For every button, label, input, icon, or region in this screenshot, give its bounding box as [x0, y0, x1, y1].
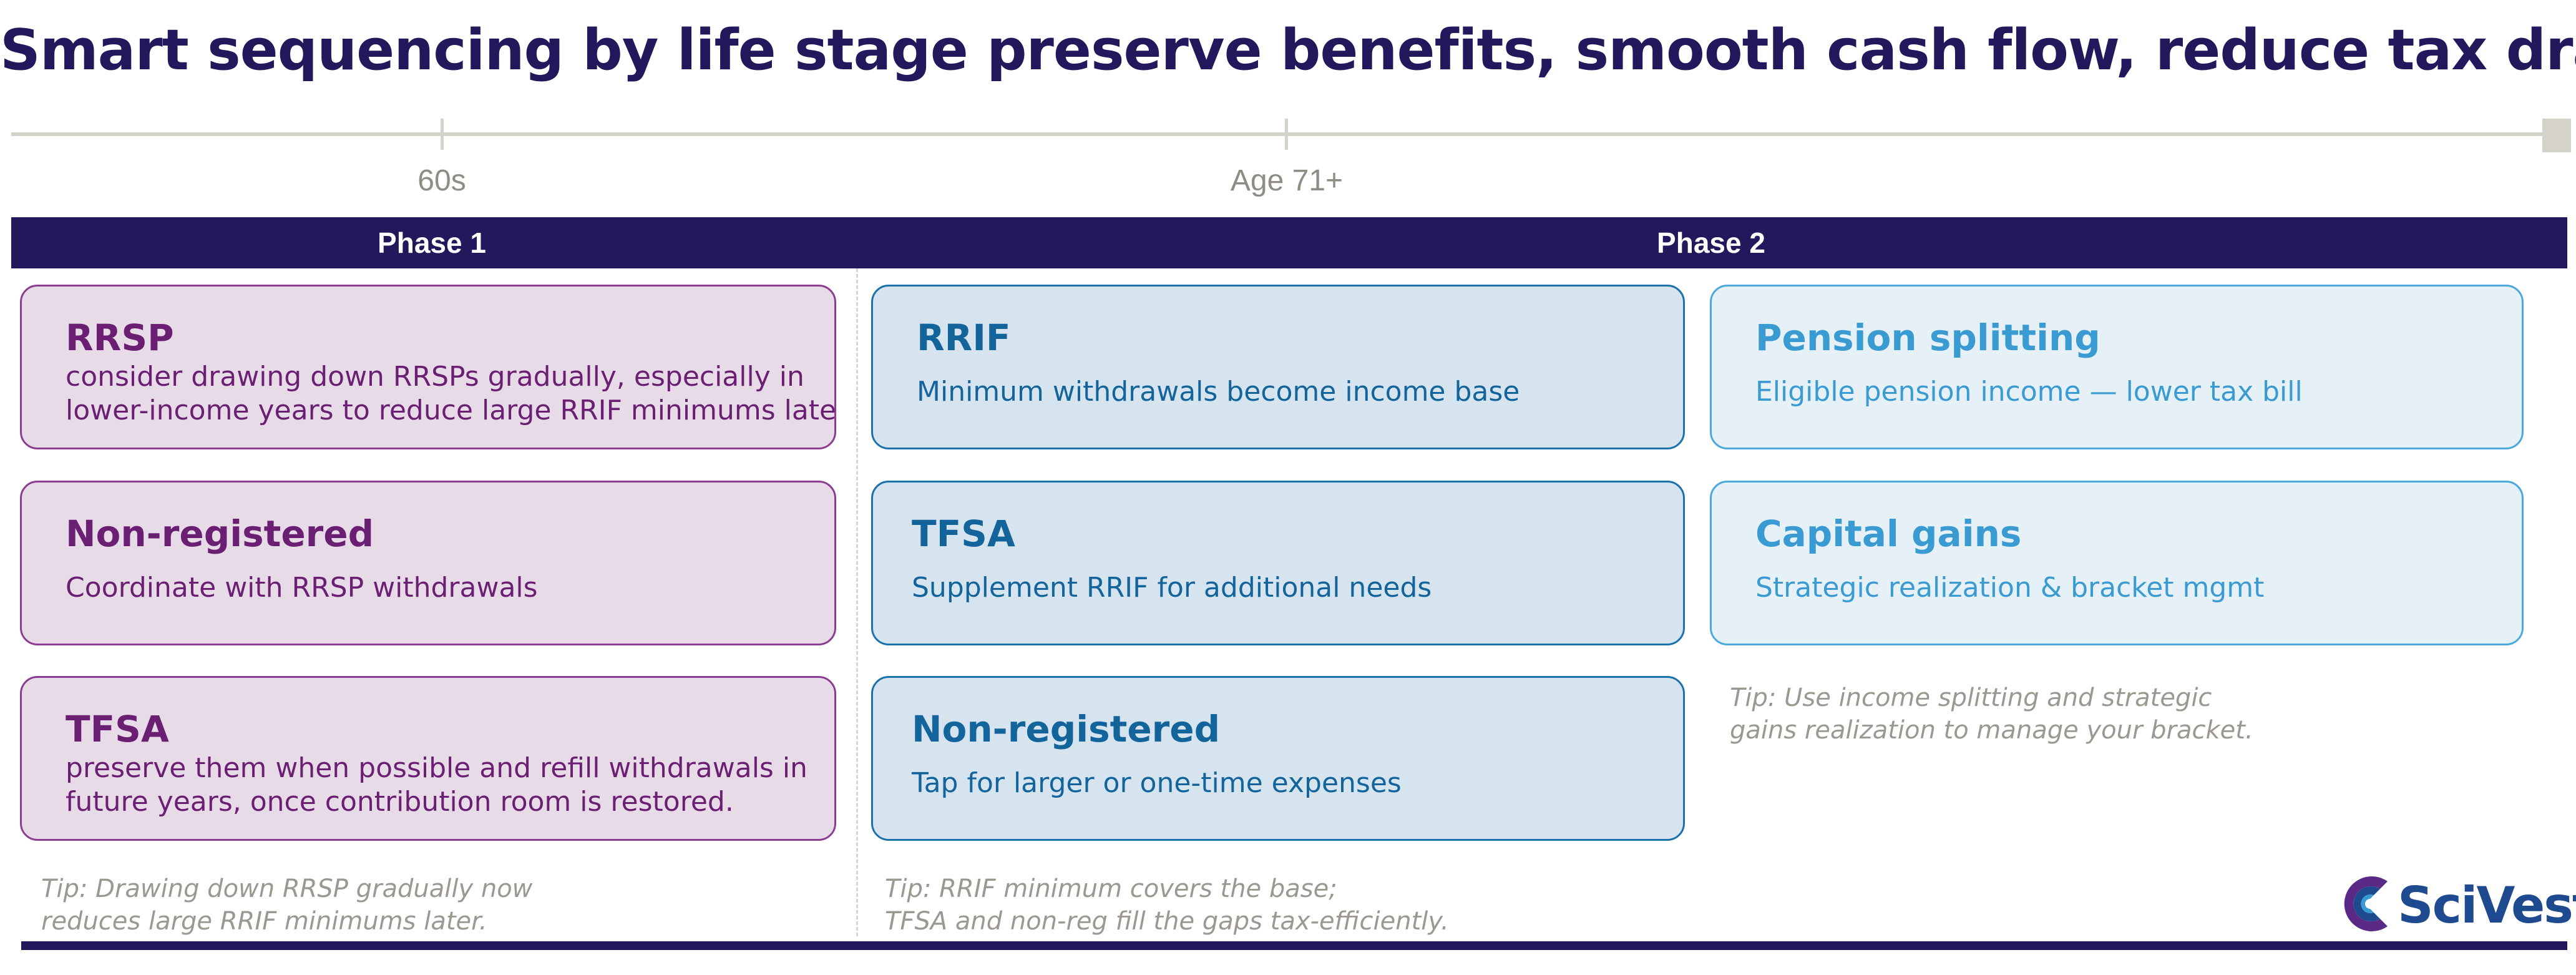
- timeline-tick-60s: [441, 119, 444, 150]
- timeline-line: [11, 132, 2546, 136]
- tip-phase1: Tip: Drawing down RRSP gradually now red…: [41, 873, 532, 938]
- card-rrsp: RRSP consider drawing down RRSPs gradual…: [20, 285, 836, 449]
- card-body-line: future years, once contribution room is …: [66, 786, 734, 818]
- card-body-line: Eligible pension income — lower tax bill: [1755, 376, 2303, 408]
- page-title: Smart sequencing by life stage preserve …: [0, 17, 2576, 83]
- card-capital-gains: Capital gains Strategic realization & br…: [1710, 481, 2524, 645]
- timeline-label-60s: 60s: [417, 164, 466, 197]
- phase-1-label: Phase 1: [378, 227, 486, 259]
- card-title: Pension splitting: [1755, 316, 2100, 359]
- phase-2-label: Phase 2: [1657, 227, 1765, 259]
- card-non-registered-phase1: Non-registered Coordinate with RRSP with…: [20, 481, 836, 645]
- card-body: Coordinate with RRSP withdrawals: [66, 571, 538, 605]
- scivest-logo-mark-icon: [2344, 876, 2388, 931]
- tip-phase2-right: Tip: Use income splitting and strategic …: [1730, 682, 2253, 747]
- card-body-line: Coordinate with RRSP withdrawals: [66, 572, 538, 604]
- card-title: Non-registered: [66, 512, 374, 555]
- card-body-line: lower-income years to reduce large RRIF …: [66, 394, 836, 426]
- card-body: Tap for larger or one-time expenses: [912, 767, 1402, 800]
- card-tfsa-phase1: TFSA preserve them when possible and ref…: [20, 676, 836, 841]
- timeline-label-71: Age 71+: [1230, 164, 1344, 197]
- card-tfsa-phase2: TFSA Supplement RRIF for additional need…: [871, 481, 1685, 645]
- card-title: RRSP: [66, 316, 174, 359]
- tip-line: gains realization to manage your bracket…: [1730, 716, 2253, 745]
- card-title: Non-registered: [912, 708, 1221, 750]
- card-body: Eligible pension income — lower tax bill: [1755, 375, 2303, 409]
- card-body-line: Tap for larger or one-time expenses: [912, 767, 1402, 799]
- timeline-end-marker: [2542, 119, 2571, 152]
- tip-line: reduces large RRIF minimums later.: [41, 907, 487, 936]
- tip-line: Tip: Use income splitting and strategic: [1730, 683, 2212, 712]
- card-body: Strategic realization & bracket mgmt: [1755, 571, 2264, 605]
- scivest-logo: SciVest: [2344, 873, 2576, 940]
- card-title: TFSA: [66, 708, 169, 750]
- card-body-line: Supplement RRIF for additional needs: [912, 572, 1432, 604]
- card-body-line: Strategic realization & bracket mgmt: [1755, 572, 2265, 604]
- card-body: consider drawing down RRSPs gradually, e…: [66, 360, 836, 428]
- card-body-line: preserve them when possible and refill w…: [66, 752, 807, 784]
- card-body-line: consider drawing down RRSPs gradually, e…: [66, 361, 804, 393]
- card-non-registered-phase2: Non-registered Tap for larger or one-tim…: [871, 676, 1685, 841]
- tip-phase2-left: Tip: RRIF minimum covers the base; TFSA …: [885, 873, 1449, 938]
- card-body: preserve them when possible and refill w…: [66, 752, 807, 819]
- timeline-tick-71: [1285, 119, 1288, 150]
- card-body-line: Minimum withdrawals become income base: [917, 376, 1520, 408]
- card-title: TFSA: [912, 512, 1015, 555]
- scivest-logo-text: SciVest: [2398, 876, 2576, 934]
- tip-line: TFSA and non-reg fill the gaps tax-effic…: [885, 907, 1449, 936]
- phase-header-bar: [11, 217, 2567, 268]
- card-title: RRIF: [917, 316, 1011, 359]
- phase-divider: [856, 268, 858, 936]
- card-body: Minimum withdrawals become income base: [917, 375, 1520, 409]
- bottom-bar: [21, 941, 2567, 950]
- card-body: Supplement RRIF for additional needs: [912, 571, 1432, 605]
- tip-line: Tip: RRIF minimum covers the base;: [885, 875, 1337, 903]
- card-rrif: RRIF Minimum withdrawals become income b…: [871, 285, 1685, 449]
- card-title: Capital gains: [1755, 512, 2022, 555]
- tip-line: Tip: Drawing down RRSP gradually now: [41, 875, 533, 903]
- card-pension-splitting: Pension splitting Eligible pension incom…: [1710, 285, 2524, 449]
